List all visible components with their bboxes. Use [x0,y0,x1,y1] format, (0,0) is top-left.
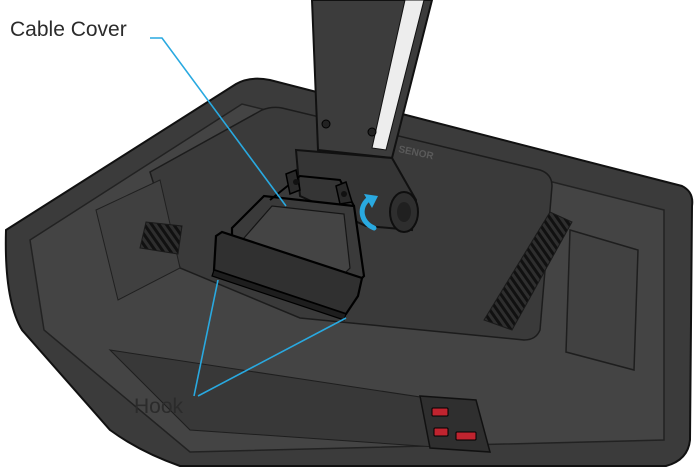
hook-leader-line-left [193,279,219,397]
hook-label: Hook [134,395,184,418]
port-panel [419,395,491,453]
stand-hinge [294,148,419,233]
right-vent [483,211,573,331]
port-red-1 [431,407,449,417]
cable-cover-leader-line [150,37,287,207]
left-vent [139,221,183,255]
rotation-arrow [359,195,377,231]
hook-leader-line-right [197,317,347,397]
port-red-2 [455,431,477,441]
hook-bar [211,230,364,321]
port-red-3 [433,427,449,437]
cable-cover-label: Cable Cover [10,18,127,41]
stand-neck [310,0,434,160]
rotation-arrowhead [364,194,378,208]
